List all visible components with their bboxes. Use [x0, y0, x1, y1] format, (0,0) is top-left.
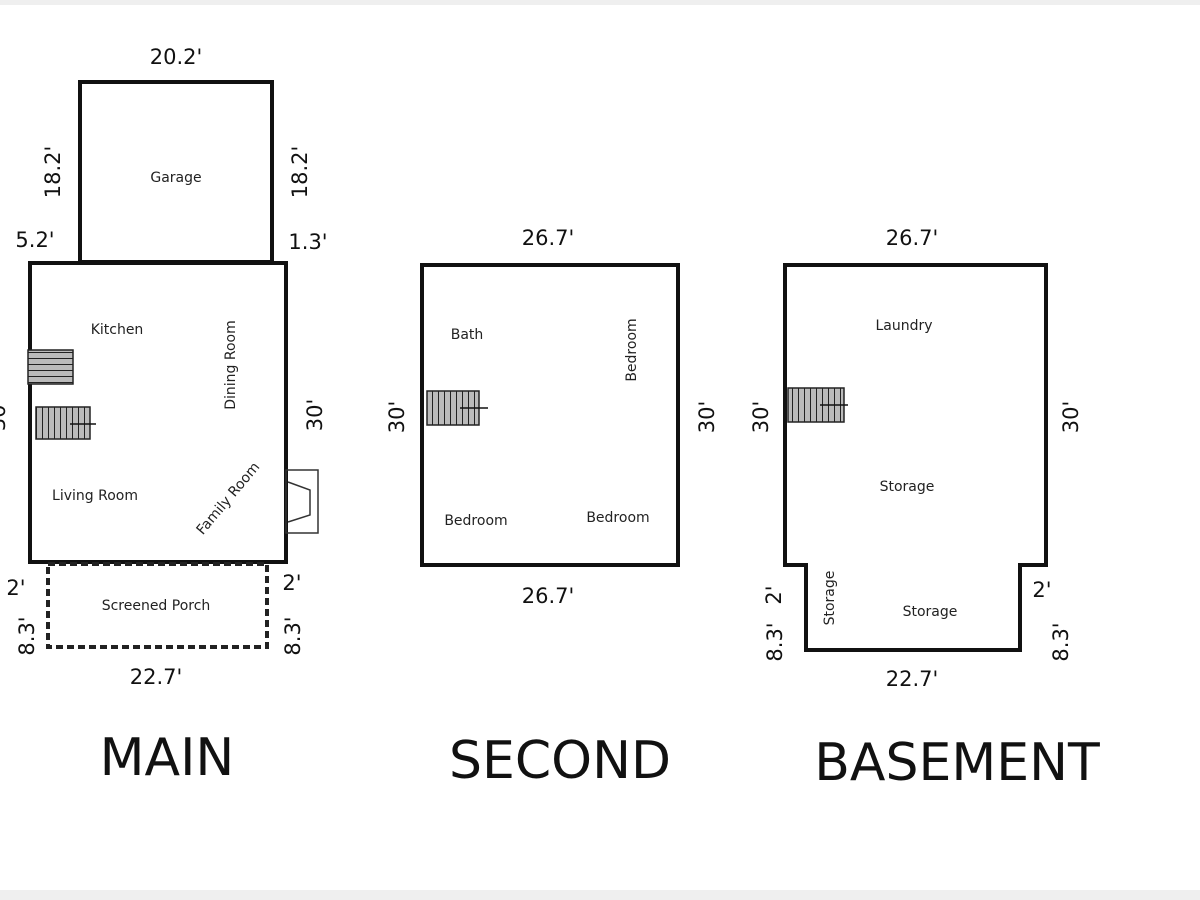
- dim-basement-left-lower: 8.3': [763, 622, 787, 661]
- floor-title-second: SECOND: [449, 731, 671, 791]
- room-label-garage: Garage: [150, 170, 201, 186]
- dim-second-left: 30': [385, 401, 409, 434]
- dim-basement-left: 30': [749, 401, 773, 434]
- dim-porch-left: 8.3': [15, 616, 39, 655]
- dim-basement-right-lower: 8.3': [1049, 622, 1073, 661]
- dim-main-right: 30': [303, 399, 327, 432]
- dim-basement-left-offset: 2': [762, 585, 786, 604]
- dim-basement-right: 30': [1059, 401, 1083, 434]
- floor-title-main: MAIN: [100, 728, 235, 788]
- top-border: [0, 0, 1200, 5]
- room-label-storage: Storage: [822, 571, 838, 626]
- second-floor-wall: [420, 263, 680, 567]
- room-label-dining-room: Dining Room: [223, 320, 239, 410]
- dim-second-bottom: 26.7': [522, 584, 575, 608]
- room-label-bedroom: Bedroom: [444, 513, 507, 529]
- dim-garage-right: 18.2': [288, 146, 312, 199]
- bottom-border: [0, 890, 1200, 900]
- dim-porch-bottom: 22.7': [130, 665, 183, 689]
- second-floor-plan: Bath Bedroom Bedroom Bedroom 26.7' 26.7'…: [385, 226, 719, 791]
- dim-second-top: 26.7': [522, 226, 575, 250]
- basement-wall: [783, 263, 1048, 652]
- dim-porch-right: 8.3': [281, 616, 305, 655]
- main-floor-plan: Garage Kitchen Dining Room Living Room F…: [0, 45, 328, 788]
- room-label-screened-porch: Screened Porch: [102, 598, 211, 614]
- stairs-icon: [426, 390, 488, 426]
- dim-main-left: 30': [0, 399, 10, 432]
- stairs-icon: [27, 349, 96, 440]
- room-label-storage: Storage: [903, 604, 958, 620]
- room-label-bedroom: Bedroom: [586, 510, 649, 526]
- stairs-icon: [787, 387, 848, 423]
- room-label-storage: Storage: [880, 479, 935, 495]
- dim-offset-right: 1.3': [288, 230, 327, 254]
- room-label-bath: Bath: [451, 327, 484, 343]
- dim-second-right: 30': [695, 401, 719, 434]
- room-label-kitchen: Kitchen: [91, 322, 144, 338]
- basement-floor-plan: Laundry Storage Storage Storage 26.7' 30…: [749, 226, 1100, 793]
- dim-porch-right-offset: 2': [282, 571, 301, 595]
- room-label-bedroom: Bedroom: [624, 318, 640, 381]
- fireplace-icon: [285, 469, 319, 534]
- room-label-living-room: Living Room: [52, 488, 138, 504]
- room-label-family-room: Family Room: [194, 459, 264, 538]
- dim-basement-bottom: 22.7': [886, 667, 939, 691]
- dim-garage-left: 18.2': [41, 146, 65, 199]
- room-label-laundry: Laundry: [875, 318, 932, 334]
- dim-porch-left-offset: 2': [6, 576, 25, 600]
- dim-basement-top: 26.7': [886, 226, 939, 250]
- floor-title-basement: BASEMENT: [814, 733, 1100, 793]
- screened-porch-wall: [46, 562, 269, 649]
- dim-garage-top: 20.2': [150, 45, 203, 69]
- dim-offset-left: 5.2': [15, 228, 54, 252]
- dim-basement-right-offset: 2': [1032, 578, 1051, 602]
